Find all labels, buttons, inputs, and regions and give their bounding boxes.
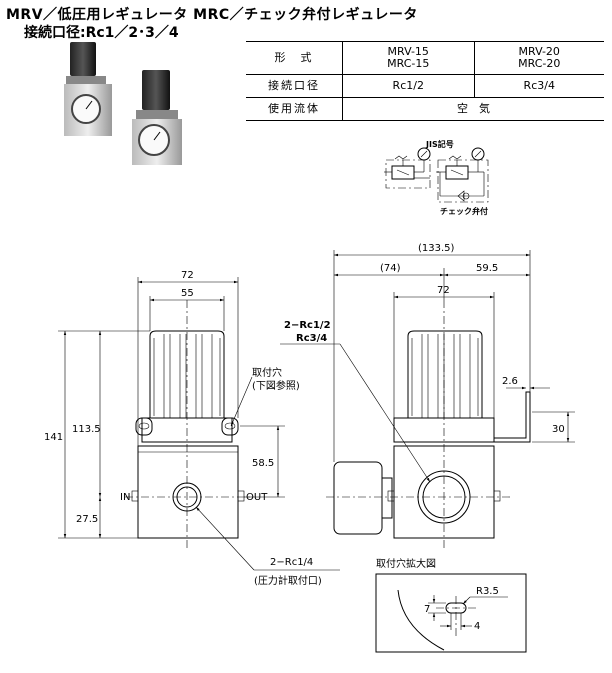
front-dim-inner: 55 xyxy=(181,288,194,299)
front-port-out xyxy=(237,490,245,502)
front-view: 72 55 141 113.5 27.5 58.5 IN OUT 取付穴 (下図… xyxy=(44,270,340,587)
spec-model-b: MRV-20 MRC-20 xyxy=(473,41,604,75)
photo-regulator-back xyxy=(64,42,112,136)
front-gauge-port-note: (圧力計取付口) xyxy=(254,574,322,587)
front-dim-bottom: 27.5 xyxy=(76,514,98,525)
side-dim-right: 59.5 xyxy=(476,263,498,274)
side-dim-bracket-height: 30 xyxy=(552,424,565,435)
side-view: (133.5) (74) 59.5 72 2.6 30 2−Rc1/2 Rc3/… xyxy=(280,243,575,548)
side-bracket xyxy=(494,391,531,443)
detail-dim-offset: 4 xyxy=(474,621,480,632)
front-body xyxy=(137,445,239,539)
spec-row-fluid: 使用流体 空 気 xyxy=(246,97,604,121)
front-gauge-port: 2−Rc1/4 xyxy=(270,557,313,568)
spec-model-b-text: MRV-20 MRC-20 xyxy=(518,45,561,70)
front-bonnet xyxy=(141,417,233,443)
front-label-in: IN xyxy=(120,492,130,503)
front-mount-hole-label: 取付穴 xyxy=(252,366,282,379)
detail-title: 取付穴拡大図 xyxy=(376,557,436,570)
jis-symbol-title: JIS記号 xyxy=(425,139,454,149)
spec-table: 形 式 MRV-15 MRC-15 MRV-20 MRC-20 接続口径 Rc1… xyxy=(246,41,604,121)
detail-frame xyxy=(375,573,527,653)
front-label-out: OUT xyxy=(246,492,268,503)
front-port-in xyxy=(131,490,139,502)
side-dim-bracket-thick: 2.6 xyxy=(502,376,518,387)
spec-fluid-value: 空 気 xyxy=(342,97,604,121)
spec-port-b: Rc3/4 xyxy=(473,74,604,98)
photo-regulator-front xyxy=(132,70,182,165)
spec-row-model: 形 式 MRV-15 MRC-15 MRV-20 MRC-20 xyxy=(246,41,604,75)
jis-symbol: JIS記号 xyxy=(384,139,489,216)
spec-row-port: 接続口径 Rc1/2 Rc3/4 xyxy=(246,74,604,98)
front-dim-port-height: 58.5 xyxy=(252,458,274,469)
spec-model-a-text: MRV-15 MRC-15 xyxy=(387,45,430,70)
front-dim-total-height: 141 xyxy=(44,432,63,443)
jis-symbol-check-regulator: チェック弁付 xyxy=(436,147,489,216)
spec-fluid-label: 使用流体 xyxy=(246,97,343,121)
spec-model-a: MRV-15 MRC-15 xyxy=(342,41,474,75)
detail-dim-slot: 7 xyxy=(424,604,430,615)
side-dim-overall: (133.5) xyxy=(418,243,455,254)
side-gauge-stem xyxy=(381,477,393,519)
spec-port-label: 接続口径 xyxy=(246,74,343,98)
page-title: MRV／低圧用レギュレータ MRC／チェック弁付レギュレータ xyxy=(6,7,418,23)
front-mount-hole-ref: (下図参照) xyxy=(252,379,300,392)
side-gauge-face xyxy=(333,461,383,535)
front-mount-ear-left xyxy=(135,417,153,436)
side-port-callout-1: 2−Rc1/2 xyxy=(284,320,331,331)
side-port-callout-2: Rc3/4 xyxy=(296,333,327,344)
product-photo xyxy=(64,42,182,165)
front-dim-width: 72 xyxy=(181,270,194,281)
jis-check-label: チェック弁付 xyxy=(440,206,488,216)
side-dim-body: 72 xyxy=(437,285,450,296)
detail-dim-radius: R3.5 xyxy=(476,586,499,597)
jis-symbol-regulator xyxy=(384,147,431,189)
front-knob xyxy=(149,330,225,419)
front-mount-ear-right xyxy=(221,417,239,436)
detail-view: 取付穴拡大図 R3.5 7 4 xyxy=(375,557,527,653)
side-knob xyxy=(407,330,483,419)
page-subtitle: 接続口径:Rc1／2･3／4 xyxy=(24,25,179,41)
front-dim-height: 113.5 xyxy=(72,424,101,435)
side-dim-left: (74) xyxy=(380,263,401,274)
spec-port-a: Rc1/2 xyxy=(342,74,474,98)
